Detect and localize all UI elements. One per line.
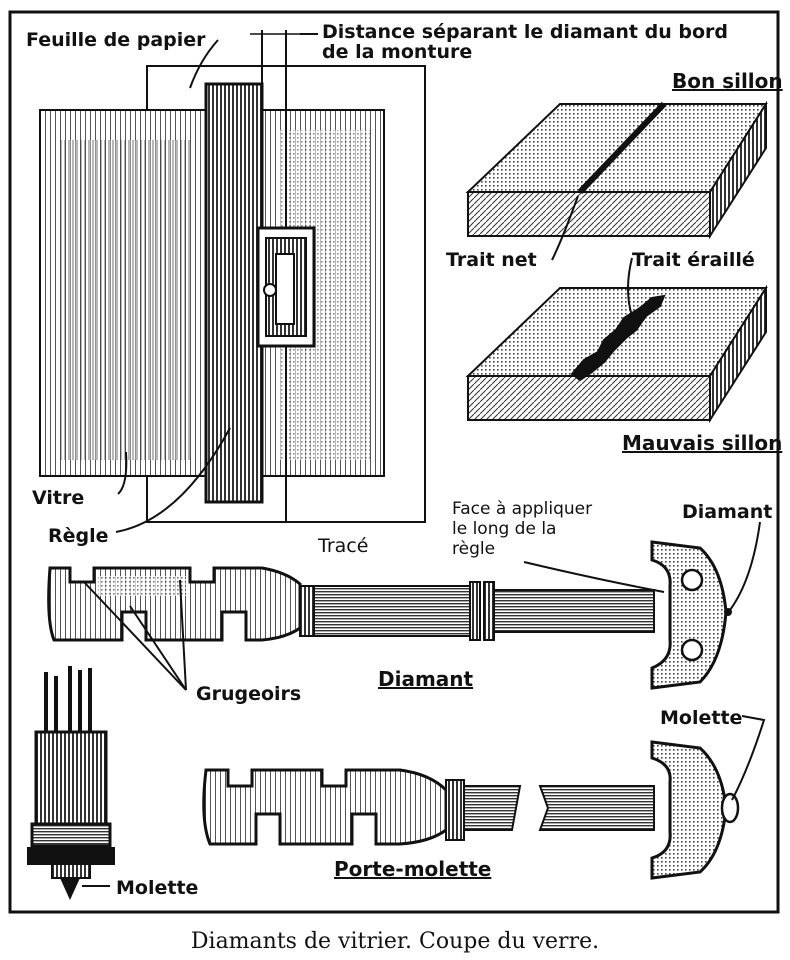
label-molette-right: Molette	[660, 707, 742, 729]
wheel-cutter-detail	[27, 666, 115, 900]
label-trait-eraille: Trait éraillé	[632, 249, 755, 271]
label-face-line3: règle	[452, 539, 495, 559]
label-vitre: Vitre	[32, 487, 84, 509]
good-groove-block	[465, 100, 768, 261]
wheel-holder-tool	[202, 715, 766, 880]
cutting-setup	[39, 30, 426, 533]
label-regle: Règle	[48, 525, 109, 547]
label-bon-sillon: Bon sillon	[672, 69, 783, 93]
label-face-line2: le long de la	[452, 519, 556, 539]
label-distance-line2: de la monture	[322, 41, 472, 63]
label-diamant-tip: Diamant	[682, 501, 772, 523]
label-diamant-title: Diamant	[378, 667, 474, 691]
label-distance-line1: Distance séparant le diamant du bord	[322, 21, 728, 43]
diamond-holder-small	[256, 226, 316, 348]
ruler	[204, 82, 264, 504]
bad-groove-block	[465, 257, 768, 424]
figure-frame	[8, 10, 780, 914]
label-porte-molette: Porte-molette	[334, 857, 491, 881]
label-grugeoirs: Grugeoirs	[196, 683, 301, 705]
label-molette-left: Molette	[116, 877, 198, 899]
label-feuille: Feuille de papier	[26, 29, 206, 51]
label-trace: Tracé	[317, 535, 368, 557]
label-mauvais-sillon: Mauvais sillon	[622, 431, 782, 455]
label-face-line1: Face à appliquer	[452, 499, 592, 519]
diamond-tool	[47, 521, 761, 691]
figure-caption: Diamants de vitrier. Coupe du verre.	[191, 929, 599, 954]
label-trait-net: Trait net	[446, 249, 537, 271]
